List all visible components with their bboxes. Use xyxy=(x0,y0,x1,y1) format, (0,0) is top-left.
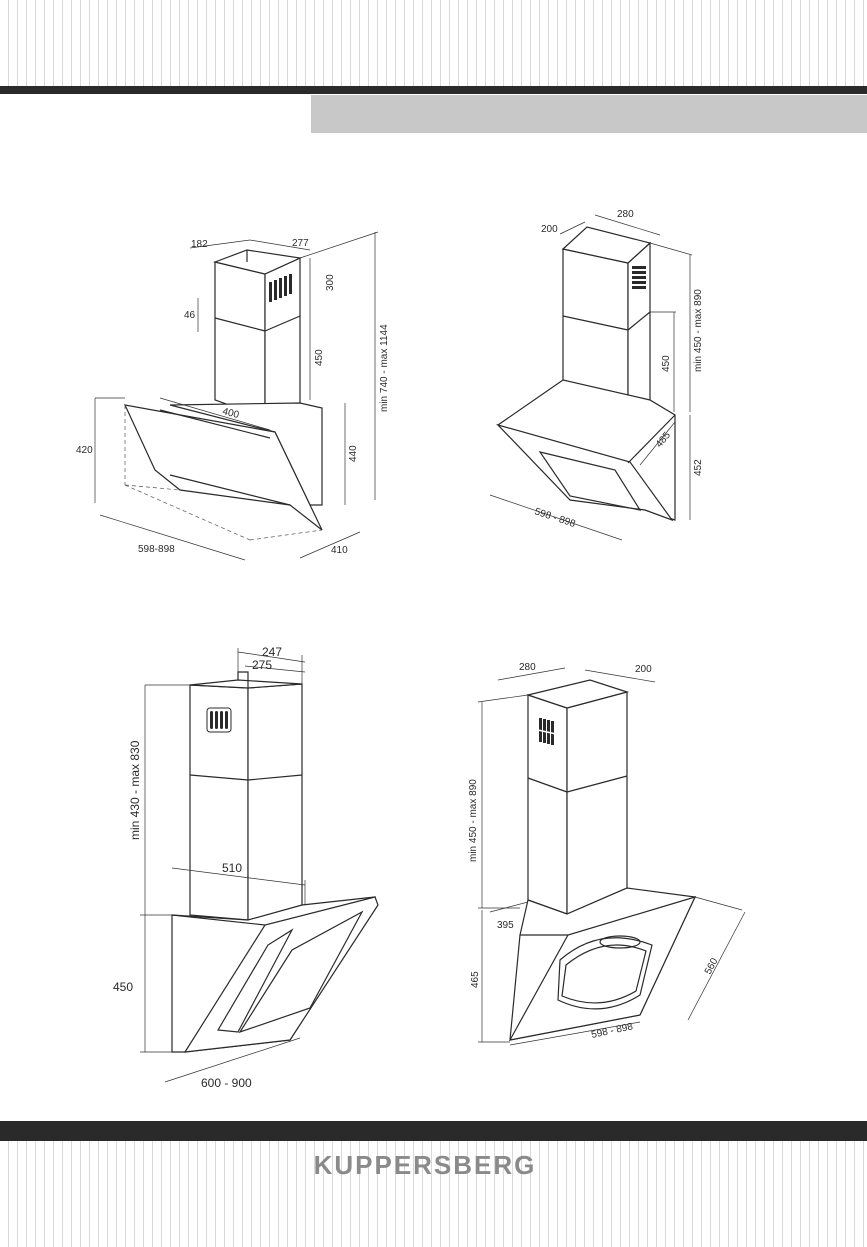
d1-label-440: 440 xyxy=(348,445,359,462)
d2-label-280: 280 xyxy=(617,209,634,220)
drawing-4: 280 200 min 450 - max 890 395 465 560 59… xyxy=(468,662,746,1046)
vent-grille xyxy=(537,718,557,745)
chimney-front xyxy=(189,684,249,921)
d3-label-275: 275 xyxy=(252,658,272,672)
vent-grille xyxy=(632,266,646,289)
d3-label-600-900: 600 - 900 xyxy=(201,1076,252,1090)
d1-label-400: 400 xyxy=(221,406,240,421)
d1-label-182: 182 xyxy=(191,239,208,250)
drawing-2: 200 280 min 450 - max 890 450 485 452 59… xyxy=(489,209,704,541)
d1-label-598-898: 598-898 xyxy=(138,544,175,555)
vent-grille xyxy=(206,707,232,733)
d2-label-598-898: 598 - 898 xyxy=(533,506,577,530)
d4-label-598-898: 598 - 898 xyxy=(590,1021,634,1041)
d1-label-410: 410 xyxy=(331,545,348,556)
d3-label-450: 450 xyxy=(113,980,133,994)
header-band xyxy=(311,95,867,133)
d3-label-247: 247 xyxy=(262,645,282,659)
drawing-1: 182 277 300 46 450 min 740 - max 1144 40… xyxy=(76,231,390,561)
d1-label-450: 450 xyxy=(314,349,325,366)
d1-label-range: min 740 - max 1144 xyxy=(379,324,390,412)
top-stripe-pattern xyxy=(0,0,867,86)
d4-label-range: min 450 - max 890 xyxy=(468,779,479,862)
d2-label-200: 200 xyxy=(541,224,558,235)
d2-label-450: 450 xyxy=(661,355,672,372)
glass-window xyxy=(557,937,653,1010)
brand-logo: KUPPERSBERG xyxy=(313,1150,537,1180)
d4-label-200: 200 xyxy=(635,664,652,675)
chimney-side xyxy=(566,691,628,915)
top-bar xyxy=(0,86,867,94)
d3-label-range: min 430 - max 830 xyxy=(128,740,142,840)
d2-label-range: min 450 - max 890 xyxy=(693,289,704,372)
chimney-top xyxy=(525,679,630,709)
d4-label-465: 465 xyxy=(470,971,481,988)
hood-glass xyxy=(183,896,379,1053)
d4-label-560: 560 xyxy=(703,956,721,976)
d1-label-46: 46 xyxy=(184,310,196,321)
d1-label-300: 300 xyxy=(325,274,336,291)
bottom-bar xyxy=(0,1121,867,1141)
chimney-side xyxy=(247,683,303,921)
bottom-stripe-pattern xyxy=(0,1141,867,1247)
d3-label-510: 510 xyxy=(222,861,242,875)
vent-grille xyxy=(269,274,292,302)
d1-label-420: 420 xyxy=(76,445,93,456)
chimney-front xyxy=(214,261,266,419)
hood-glass xyxy=(123,404,323,531)
d4-label-280: 280 xyxy=(519,662,536,673)
drawing-3: 247 275 min 430 - max 830 510 450 600 - … xyxy=(113,645,379,1090)
d2-label-452: 452 xyxy=(693,459,704,476)
d1-label-277: 277 xyxy=(292,238,309,249)
d4-label-395: 395 xyxy=(497,920,514,931)
hood-glass xyxy=(496,423,674,522)
